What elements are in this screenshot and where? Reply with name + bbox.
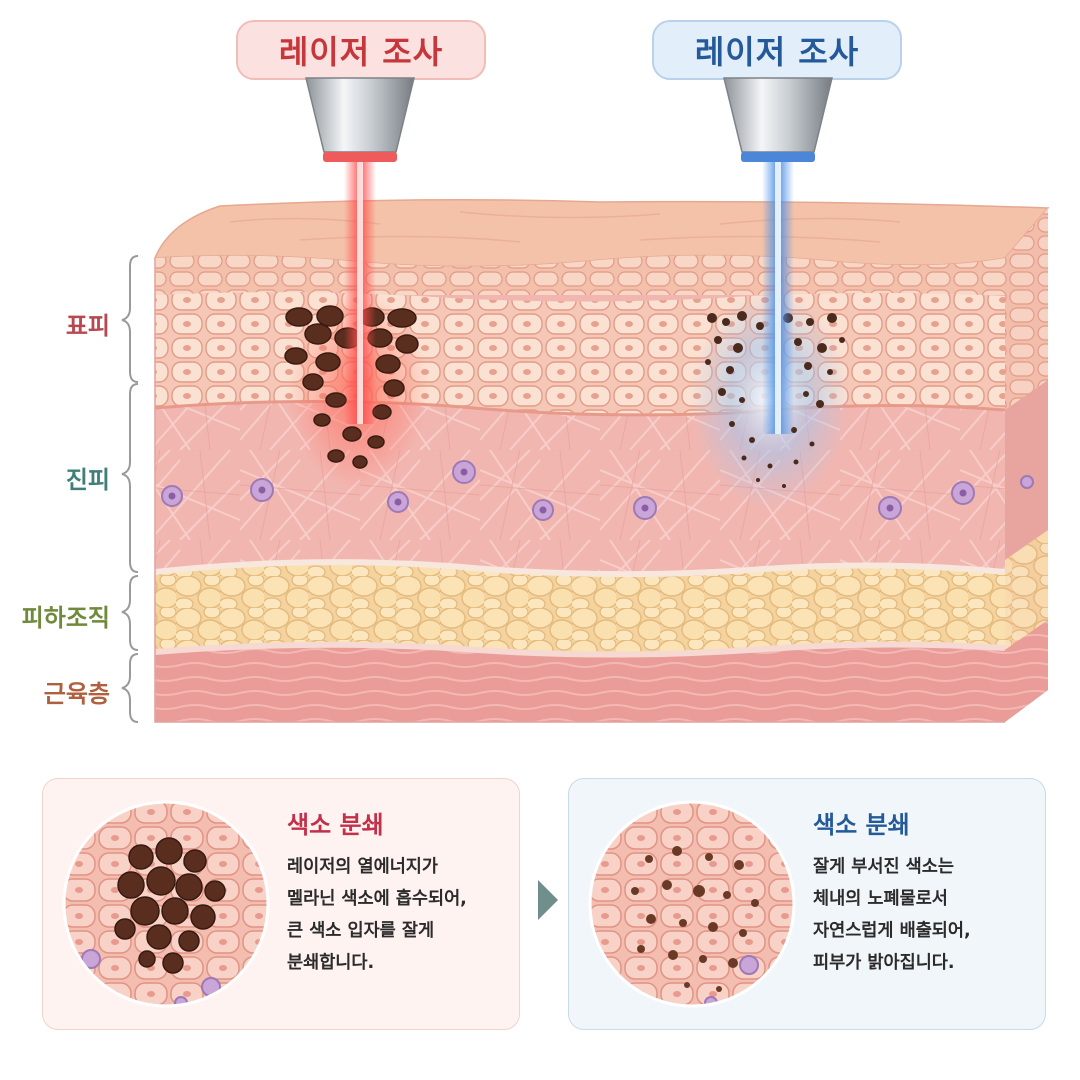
pigment-break-card-left: 색소 분쇄 레이저의 열에너지가 멜라닌 색소에 흡수되어, 큰 색소 입자를 … [42,778,520,1030]
card-title-right: 색소 분쇄 [813,811,910,839]
layer-label-subcutaneous: 피하조직 [21,604,110,632]
blue-laser-tip [723,77,833,162]
layer-braces [121,255,139,723]
card-text-right: 잘게 부서진 색소는 체내의 노폐물로서 자연스럽게 배출되어, 피부가 밝아집… [813,857,971,973]
layer-label-muscle: 근육층 [43,680,110,708]
pigment-break-card-right: 색소 분쇄 잘게 부서진 색소는 체내의 노폐물로서 자연스럽게 배출되어, 피… [568,778,1046,1030]
red-laser-tip [305,77,415,162]
magnified-fragmented-pigment [588,800,796,1008]
red-pigment-cluster [284,305,419,469]
red-laser-label: 레이저 조사 [236,20,486,80]
next-arrow-icon [538,880,558,920]
magnified-large-pigment [62,800,270,1008]
card-text-left: 레이저의 열에너지가 멜라닌 색소에 흡수되어, 큰 색소 입자를 잘게 분쇄합… [287,857,467,973]
card-title-left: 색소 분쇄 [287,811,384,839]
skin-cross-section [121,77,1050,723]
layer-label-dermis: 진피 [65,466,110,494]
layer-label-epidermis: 표피 [65,312,110,340]
